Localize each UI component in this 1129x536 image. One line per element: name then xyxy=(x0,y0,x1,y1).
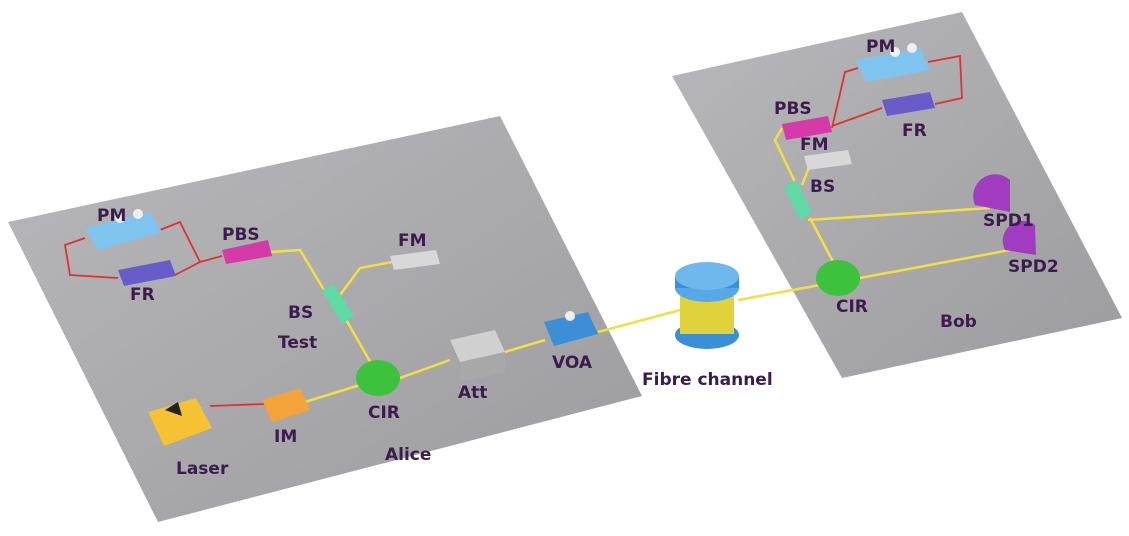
alice-att xyxy=(450,330,505,382)
label-alice-im: IM xyxy=(274,427,297,447)
label-alice-bs: BS xyxy=(288,303,313,323)
label-alice-voa: VOA xyxy=(552,353,593,373)
bob-bs xyxy=(784,180,812,220)
pm-fibre-lines xyxy=(63,54,963,407)
fibre-lines xyxy=(269,127,1011,404)
label-alice-title: Alice xyxy=(385,445,431,465)
alice-pm xyxy=(85,209,162,250)
alice-pbs xyxy=(222,240,272,264)
label-alice-laser: Laser xyxy=(176,459,229,479)
bob-cir xyxy=(816,260,860,296)
fibre-channel-spool xyxy=(675,262,739,349)
label-alice-fm: FM xyxy=(398,231,427,251)
label-bob-bs: BS xyxy=(810,177,835,197)
alice-fm xyxy=(390,250,440,270)
alice-bs xyxy=(322,284,354,324)
label-bob-fr: FR xyxy=(902,121,927,141)
alice-im xyxy=(262,388,310,422)
alice-voa xyxy=(544,311,598,346)
label-bob-spd2: SPD2 xyxy=(1008,257,1059,277)
label-bob-pm: PM xyxy=(866,37,895,57)
bob-spd2 xyxy=(1002,220,1036,255)
bob-fm xyxy=(804,150,852,170)
bob-pbs xyxy=(782,116,832,140)
label-alice-fr: FR xyxy=(130,285,155,305)
alice-laser xyxy=(148,398,212,446)
label-bob-fm: FM xyxy=(800,135,829,155)
label-bob-spd1: SPD1 xyxy=(983,211,1034,231)
label-alice-test: Test xyxy=(278,333,317,353)
bob-platform xyxy=(672,12,1122,378)
alice-platform xyxy=(8,116,642,522)
bob-spd1 xyxy=(973,174,1010,212)
label-bob-title: Bob xyxy=(940,312,977,332)
alice-fr xyxy=(118,260,176,286)
label-alice-att: Att xyxy=(458,383,487,403)
label-bob-pbs: PBS xyxy=(774,99,812,119)
bob-fr xyxy=(882,92,935,116)
label-alice-pm: PM xyxy=(97,206,126,226)
alice-cir xyxy=(356,360,400,396)
bob-pm xyxy=(856,43,930,82)
label-alice-pbs: PBS xyxy=(222,225,260,245)
label-alice-cir: CIR xyxy=(368,403,400,423)
label-fibre-channel: Fibre channel xyxy=(642,370,773,390)
label-bob-cir: CIR xyxy=(836,297,868,317)
